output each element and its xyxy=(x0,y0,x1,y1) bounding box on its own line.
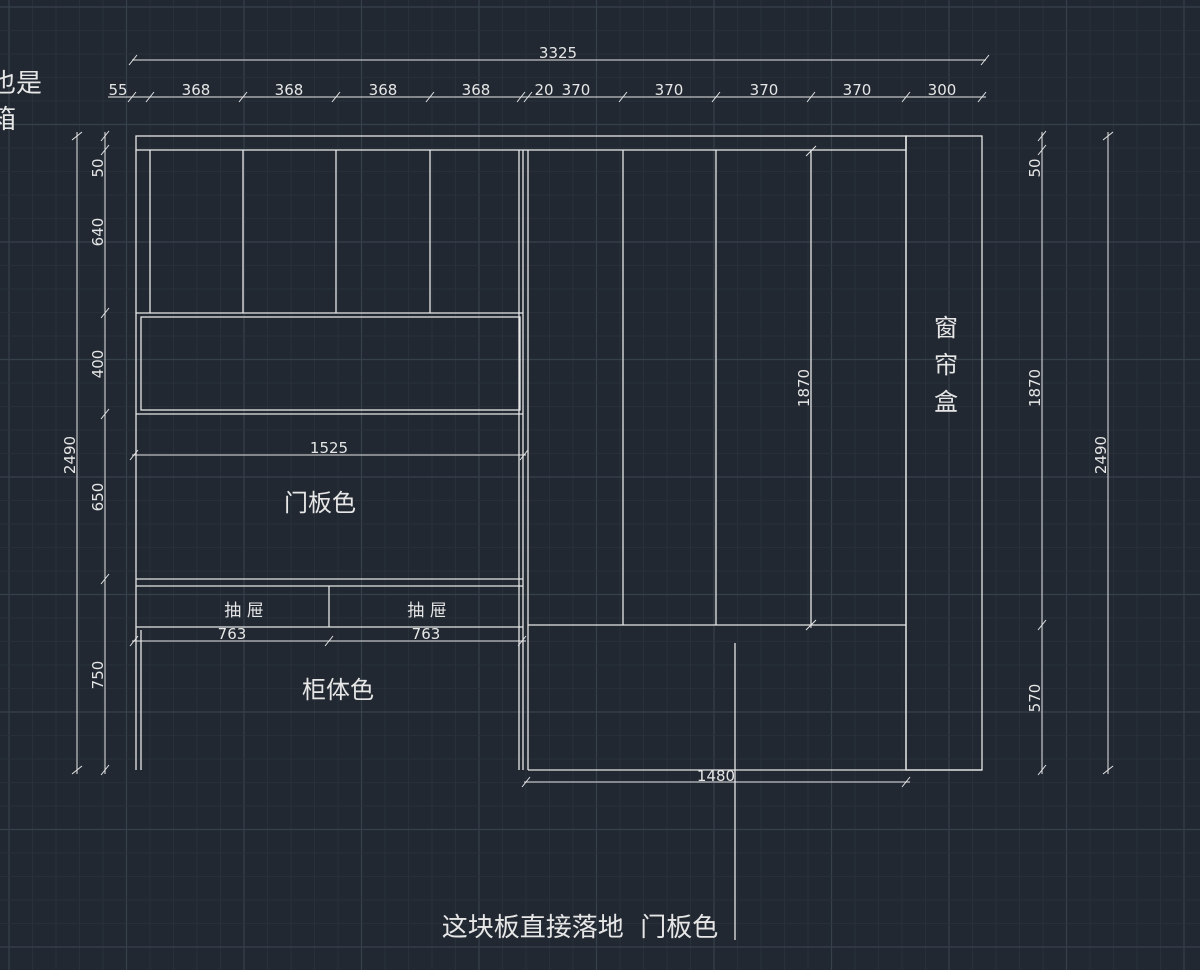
drawer-tick-mid xyxy=(324,635,334,647)
left-inner-text-3: 400 xyxy=(89,350,107,379)
curtain-box-label-2: 帘 xyxy=(934,351,958,379)
drawer-label-2: 抽 屉 xyxy=(407,601,446,621)
segment-tick xyxy=(618,91,628,103)
seg-text-6: 20 xyxy=(534,81,553,99)
left-outer-tick-top xyxy=(71,131,83,141)
segment-tick xyxy=(516,91,526,103)
left-inner-text-1: 50 xyxy=(89,158,107,177)
segment-tick xyxy=(425,91,435,103)
left-inner-tick xyxy=(100,764,110,776)
overall-width-text: 3325 xyxy=(539,44,577,62)
bottom-tick-left xyxy=(521,776,531,788)
cabinet-elevation xyxy=(135,135,983,940)
right-inner-ticks xyxy=(1037,130,1047,776)
bottom-width-text: 1480 xyxy=(697,767,735,785)
left-inner-text-4: 650 xyxy=(89,483,107,512)
seg-text-10: 370 xyxy=(843,81,872,99)
seg-text-2: 368 xyxy=(182,81,211,99)
drawer-width-text-1: 763 xyxy=(218,625,247,643)
bottom-tick-right xyxy=(901,776,911,788)
right-inner-text-1: 50 xyxy=(1026,158,1044,177)
seg-text-4: 368 xyxy=(369,81,398,99)
seg-text-5: 368 xyxy=(462,81,491,99)
left-inner-text-5: 750 xyxy=(89,661,107,690)
right-outer-tick-top xyxy=(1102,131,1114,141)
segment-tick xyxy=(145,91,155,103)
drawer-tick-right xyxy=(517,635,527,647)
left-outer-text: 2490 xyxy=(61,436,79,474)
right-outer-text: 2490 xyxy=(1092,436,1110,474)
segment-tick xyxy=(711,91,721,103)
left-inner-text-2: 640 xyxy=(89,218,107,247)
right-inner-text-2: 1870 xyxy=(1026,369,1044,407)
right-inner-text-3: 570 xyxy=(1026,684,1044,713)
segment-tick xyxy=(127,91,137,103)
door-color-label: 门板色 xyxy=(284,489,356,517)
top-left-fragment: 也是 箱 xyxy=(0,69,42,135)
right-inner-tick xyxy=(1037,130,1047,142)
left-inner-ticks xyxy=(100,130,110,776)
left-outer-tick-bottom xyxy=(71,765,83,775)
fragment-text-2: 箱 xyxy=(0,105,16,135)
right-inner-tick xyxy=(1037,619,1047,631)
drawer-width-text-2: 763 xyxy=(412,625,441,643)
inner-vertical-tick-bottom xyxy=(805,619,817,631)
left-inner-tick xyxy=(100,573,110,585)
segment-tick xyxy=(806,91,816,103)
fragment-text-1: 也是 xyxy=(0,69,42,99)
annotation-labels: 门板色 柜体色 抽 屉 抽 屉 窗 帘 盒 这块板直接落地 门板色 xyxy=(224,314,958,943)
inner-vertical-tick-top xyxy=(805,145,817,157)
curtain-box xyxy=(905,135,983,771)
segment-tick xyxy=(901,91,911,103)
segment-tick xyxy=(523,91,533,103)
right-inner-tick xyxy=(1037,764,1047,776)
right-outer-tick-bottom xyxy=(1102,765,1114,775)
inner-vertical-text: 1870 xyxy=(795,369,813,407)
seg-text-1: 55 xyxy=(108,81,127,99)
overall-tick-right xyxy=(980,54,990,66)
counter-width-text: 1525 xyxy=(310,439,348,457)
cabinet-color-label: 柜体色 xyxy=(302,676,374,704)
counter-width-tick-left xyxy=(129,449,139,461)
left-inner-tick xyxy=(100,144,110,156)
left-inner-tick xyxy=(100,408,110,420)
seg-text-8: 370 xyxy=(655,81,684,99)
segment-tick xyxy=(977,91,987,103)
dimension-texts: 3325 55 368 368 368 368 20 370 370 370 3… xyxy=(61,44,1110,785)
seg-text-11: 300 xyxy=(928,81,957,99)
dimension-lines xyxy=(71,54,1114,788)
curtain-box-label-3: 盒 xyxy=(934,388,958,416)
drawer-label-1: 抽 屉 xyxy=(224,601,263,621)
left-inner-tick xyxy=(100,307,110,319)
segment-tick xyxy=(331,91,341,103)
seg-text-9: 370 xyxy=(750,81,779,99)
counter-width-tick-right xyxy=(519,449,529,461)
right-inner-tick xyxy=(1037,144,1047,156)
open-niche xyxy=(140,316,521,411)
segment-ticks xyxy=(127,91,987,103)
seg-text-7: 370 xyxy=(562,81,591,99)
overall-tick-left xyxy=(128,54,138,66)
bottom-note: 这块板直接落地 门板色 xyxy=(442,913,719,943)
seg-text-3: 368 xyxy=(275,81,304,99)
curtain-box-label-1: 窗 xyxy=(934,314,958,342)
drawer-tick-left xyxy=(129,635,139,647)
left-inner-tick xyxy=(100,130,110,142)
segment-tick xyxy=(238,91,248,103)
